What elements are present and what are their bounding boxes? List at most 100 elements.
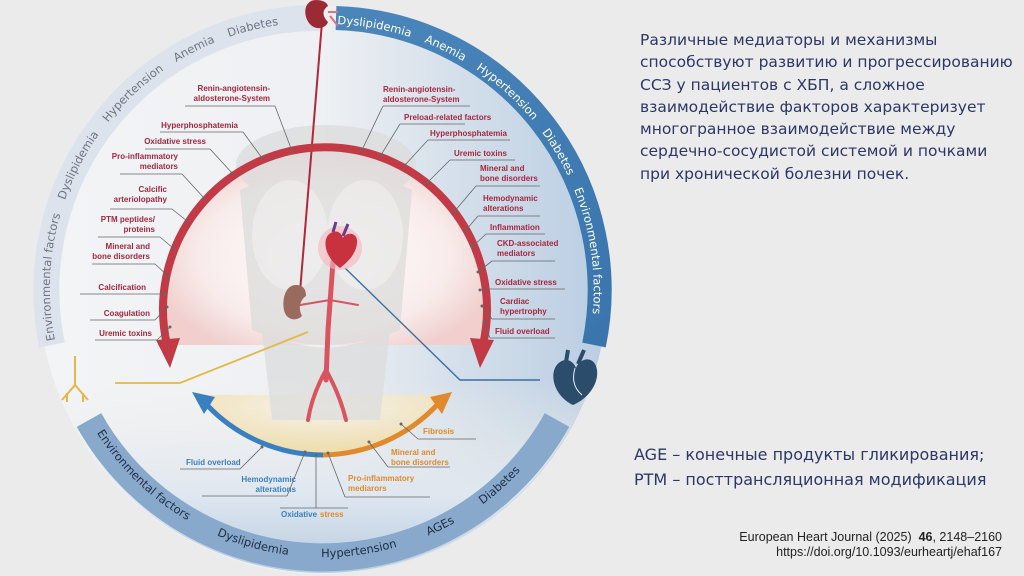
leader-line (274, 105, 293, 152)
heart-to-kidney-mediator: Uremic toxins (425, 149, 515, 185)
kidney-to-heart-mediator: Hyperphosphatemia (160, 121, 264, 160)
left-arrowhead (156, 338, 180, 368)
leader-line (181, 173, 205, 199)
kidney-to-heart-mediator-text: aldosterone-System (194, 94, 270, 103)
description-line: взаимодействие факторов характеризует (640, 97, 986, 116)
kidney-to-heart-mediator-text: Coagulation (104, 309, 150, 318)
bottom-mediator-text: mediarors (348, 484, 387, 493)
heart-to-kidney-mediator: Inflammation (470, 223, 545, 249)
leader-dot (168, 325, 172, 329)
leader-line (154, 263, 169, 277)
bottom-mediator-part: Oxidative (281, 510, 318, 519)
description-line: способствуют развитию и прогрессированию (640, 53, 1013, 72)
heart-to-kidney-mediator: Renin-angiotensin-aldosterone-System (360, 85, 470, 152)
leader-dot (230, 171, 234, 175)
leader-dot (163, 292, 167, 296)
bottom-mediator-text: Pro-inflammatory (348, 474, 415, 483)
aorta-icon (299, 259, 359, 422)
leader-dot (165, 305, 169, 309)
leader-dot (260, 156, 264, 160)
kidney-to-heart-mediator-text: Hyperphosphatemia (161, 121, 238, 130)
heart-to-kidney-mediator-text: alterations (483, 204, 524, 213)
orange-arrowhead (430, 392, 452, 414)
kidney-to-heart-mediator-text: Mineral and (106, 242, 151, 251)
heart-to-kidney-mediator-text: Cardiac (500, 297, 530, 306)
bottom-mediator: Fibrosis (399, 422, 476, 440)
leader-line (404, 139, 429, 166)
leader-line (239, 446, 263, 470)
heart-to-kidney-mediator-text: Inflammation (490, 223, 540, 232)
heart-to-kidney-bottom-arc-blue (205, 403, 324, 458)
leader-dot (326, 451, 330, 455)
leader-line (159, 236, 174, 249)
heart-to-kidney-mediator-text: aldosterone-System (383, 95, 459, 104)
heart-to-kidney-mediator-text: Mineral and (480, 164, 525, 173)
leader-line (453, 185, 477, 213)
leader-line (327, 452, 346, 498)
abbreviations: AGE – конечные продукты гликирования; PT… (634, 442, 986, 492)
kidney-to-heart-mediator-text: Pro-inflammatory (112, 152, 179, 161)
bottom-mediator-part: stress (320, 510, 344, 519)
leader-dot (314, 453, 318, 457)
citation-volume: 46 (918, 530, 933, 544)
leader-dot (482, 320, 486, 324)
heart-to-kidney-mediator-text: Uremic toxins (454, 149, 507, 158)
bottom-mediator-text: bone disorders (391, 458, 449, 467)
abbreviation-age: AGE – конечные продукты гликирования; (634, 445, 985, 464)
kidney-to-heart-mediator-text: bone disorders (92, 252, 150, 261)
heart-to-kidney-mediator: Hyperphosphatemia (403, 129, 510, 167)
leader-dot (403, 163, 407, 167)
kidney-to-heart-mediator-text: PTM peptides/ (101, 215, 156, 224)
bottom-mediator-text: Mineral and (391, 448, 436, 457)
kidney-to-heart-mediator: Renin-angiotensin-aldosterone-System (185, 84, 294, 153)
heart-to-kidney-mediator-text: Renin-angiotensin- (383, 85, 456, 94)
kidney-to-heart-mediator: Uremic toxins (95, 325, 172, 341)
kidney-to-heart-bottom-arc-orange (322, 403, 439, 458)
leader-line (400, 423, 419, 440)
heart-to-kidney-mediator: Preload-related factors (379, 113, 492, 157)
kidney-to-heart-mediator-text: Calcific (139, 185, 168, 194)
leader-line (465, 215, 479, 231)
right-risk-factor-ring (335, 6, 612, 348)
leader-dot (464, 228, 468, 232)
kidney-heart-arc (159, 143, 491, 346)
leader-dot (480, 304, 484, 308)
nerve-icon (61, 356, 89, 402)
kidney-to-heart-mediator-text: Renin-angiotensin- (198, 84, 271, 93)
description-line: Различные медиаторы и механизмы (640, 31, 938, 49)
bottom-mediator-text: Fibrosis (423, 427, 455, 436)
bottom-mediator-text: alterations (256, 485, 297, 494)
leader-line (426, 159, 451, 184)
bottom-risk-factor-ring (76, 413, 570, 572)
kidney-to-heart-mediator: Coagulation (90, 305, 169, 321)
description-line: многогранное взаимодействие между (640, 120, 956, 139)
heart-to-kidney-mediator-text: Oxidative stress (495, 278, 557, 287)
kidney-connector-line (299, 21, 323, 293)
nerve-connector-line (115, 331, 309, 384)
central-kidney-icon (283, 285, 306, 320)
kidney-to-heart-mediator-text: mediators (140, 162, 179, 171)
heart-to-kidney-mediator-text: CKD-associated (497, 239, 558, 248)
kidney-to-heart-mediator-text: Uremic toxins (99, 329, 152, 338)
human-body-icon (236, 125, 416, 420)
leader-line (481, 305, 493, 320)
leader-line (209, 148, 233, 174)
leader-line (286, 451, 306, 497)
leader-dot (367, 440, 371, 444)
leader-dot (290, 149, 294, 153)
leader-line (154, 306, 168, 321)
heart-connector-line (344, 267, 540, 381)
leader-dot (452, 210, 456, 214)
leader-dot (470, 245, 474, 249)
citation-doi[interactable]: https://doi.org/10.1093/eurheartj/ehaf16… (776, 545, 1002, 559)
leader-dot (185, 219, 189, 223)
blue-arrowhead (192, 392, 215, 414)
leader-dot (166, 274, 170, 278)
mediator-labels: Renin-angiotensin-aldosterone-SystemHype… (80, 84, 565, 519)
